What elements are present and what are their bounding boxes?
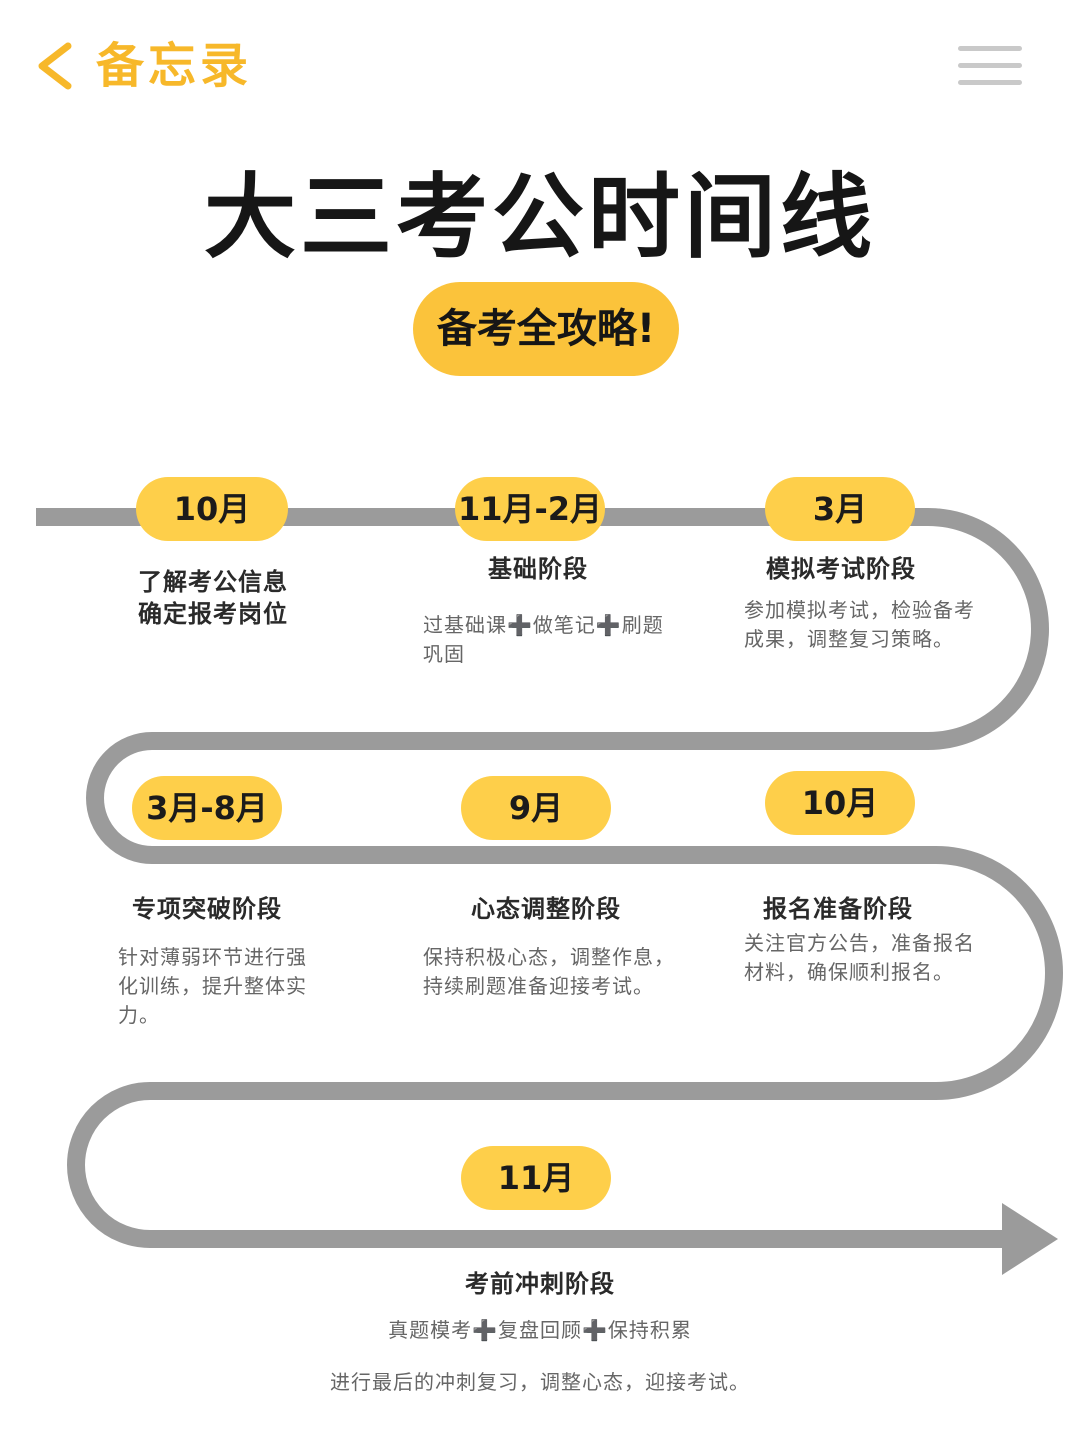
stage-title: 基础阶段 (488, 555, 588, 583)
stage-title: 心态调整阶段 (471, 895, 621, 923)
hamburger-menu-icon[interactable] (956, 44, 1026, 88)
month-pill: 11月-2月 (455, 477, 605, 541)
stage-description: 过基础课➕做笔记➕刷题巩固 (423, 613, 664, 666)
month-pill: 9月 (461, 776, 611, 840)
stage-title: 模拟考试阶段 (766, 555, 916, 583)
month-pill: 10月 (765, 771, 915, 835)
subtitle-badge: 备考全攻略! (413, 282, 679, 376)
stage-title: 专项突破阶段 (132, 895, 282, 923)
chevron-left-icon (38, 42, 72, 90)
month-pill: 3月 (765, 477, 915, 541)
stage-description: 真题模考➕复盘回顾➕保持积累 (388, 1318, 692, 1342)
month-pill: 11月 (461, 1146, 611, 1210)
stage-description: 保持积极心态，调整作息，持续刷题准备迎接考试。 (423, 945, 675, 998)
stage-summary: 进行最后的冲刺复习，调整心态，迎接考试。 (330, 1370, 750, 1394)
stage-title: 了解考公信息 确定报考岗位 (138, 568, 288, 628)
stage-description: 针对薄弱环节进行强化训练，提升整体实力。 (118, 945, 307, 1027)
stage-title: 报名准备阶段 (763, 895, 913, 923)
stage-description: 关注官方公告，准备报名材料，确保顺利报名。 (744, 931, 975, 984)
back-button[interactable] (30, 38, 90, 94)
stage-description: 参加模拟考试，检验备考成果，调整复习策略。 (744, 598, 975, 651)
header-title: 备忘录 (96, 38, 253, 94)
page-title: 大三考公时间线 (203, 164, 876, 271)
stage-title: 考前冲刺阶段 (465, 1270, 615, 1298)
arrow-head-icon (1002, 1203, 1058, 1275)
month-pill: 10月 (136, 477, 288, 541)
month-pill: 3月-8月 (132, 776, 282, 840)
